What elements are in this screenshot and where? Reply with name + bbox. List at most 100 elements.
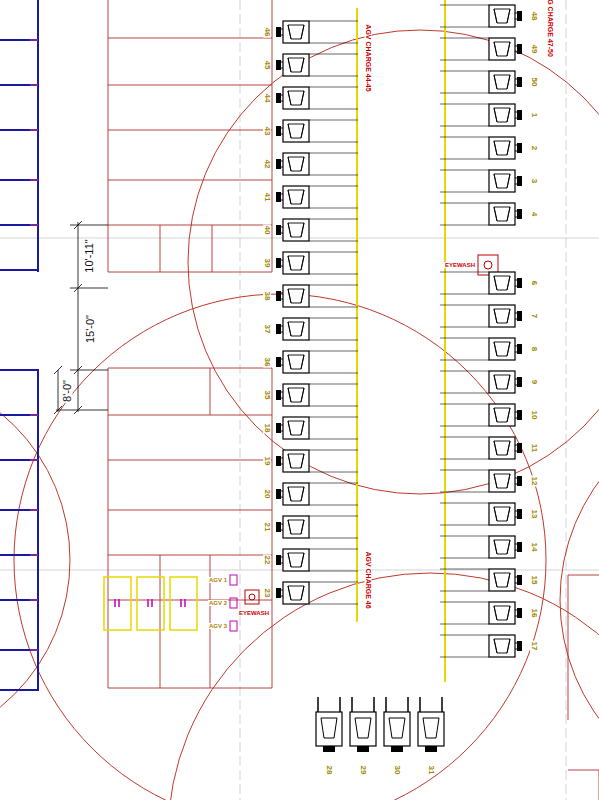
stall-number: 7 <box>530 313 538 319</box>
charger-symbol <box>276 54 358 76</box>
stall-number: 14 <box>530 542 538 553</box>
stall-number: 19 <box>263 456 271 467</box>
charger-symbol <box>440 635 522 657</box>
stall-number: 42 <box>263 159 271 170</box>
charger-symbol <box>440 170 522 192</box>
charger-symbol <box>276 219 358 241</box>
charger-symbol <box>276 384 358 406</box>
stall-number: 44 <box>263 93 271 104</box>
charge-zone-label: AGV CHARGE 46 <box>365 550 372 609</box>
charge-lines <box>357 0 445 682</box>
dimension-text: 10'-11" <box>84 238 95 273</box>
charger-symbol <box>276 417 358 439</box>
stall-number: 48 <box>530 11 538 22</box>
stall-number: 22 <box>263 555 271 566</box>
charger-symbol <box>440 272 522 294</box>
charger-symbol <box>440 5 522 27</box>
stall-number: 8 <box>530 346 538 352</box>
stall-number: 1 <box>530 112 538 118</box>
agv-label: AGV 1 <box>208 577 228 583</box>
eyewash-label: EYEWASH <box>238 610 270 616</box>
stall-number: 28 <box>325 765 333 776</box>
stall-number: 40 <box>263 225 271 236</box>
charger-symbol <box>440 503 522 525</box>
charger-symbol <box>276 483 358 505</box>
charger-symbol <box>440 338 522 360</box>
stall-number: 3 <box>530 178 538 184</box>
dimension-text: 15'-0" <box>85 314 96 344</box>
charger-symbol <box>276 21 358 43</box>
charger-symbol <box>276 582 358 604</box>
room-walls <box>108 0 599 800</box>
charger-symbol <box>440 305 522 327</box>
charge-zone-label: AGV CHARGE 44-45 <box>365 23 372 92</box>
stall-number: 35 <box>263 390 271 401</box>
charger-symbol <box>440 404 522 426</box>
stall-number: 43 <box>263 126 271 137</box>
charger-symbol <box>440 38 522 60</box>
agv-bays <box>104 575 237 631</box>
forklift-symbol <box>384 697 410 752</box>
dimension-lines <box>54 221 108 414</box>
stall-number: 50 <box>530 77 538 88</box>
charger-symbol <box>440 569 522 591</box>
stall-number: 10 <box>530 410 538 421</box>
eyewash-label: EYEWASH <box>444 262 476 268</box>
charger-symbol <box>276 351 358 373</box>
stall-number: 17 <box>530 641 538 652</box>
agv-label: AGV 3 <box>208 623 228 629</box>
charger-symbol <box>276 516 358 538</box>
stall-number: 18 <box>263 423 271 434</box>
stall-number: 41 <box>263 192 271 203</box>
charger-symbol <box>440 536 522 558</box>
stall-number: 23 <box>263 588 271 599</box>
stall-number: 29 <box>359 765 367 776</box>
stall-number: 11 <box>530 443 538 453</box>
stall-number: 4 <box>530 211 538 217</box>
stall-number: 37 <box>263 324 271 335</box>
charger-symbol <box>440 470 522 492</box>
charger-stalls <box>276 5 522 752</box>
forklift-symbol <box>350 697 376 752</box>
dimension-text: 8'-0" <box>62 379 73 403</box>
charger-symbol <box>276 120 358 142</box>
charger-symbol <box>276 549 358 571</box>
coverage-circles <box>0 30 599 800</box>
charge-zone-label: G CHARGE 47-50 <box>547 0 554 58</box>
stall-number: 31 <box>427 765 435 776</box>
stall-number: 30 <box>393 765 401 776</box>
charger-symbol <box>276 252 358 274</box>
charger-symbol <box>440 437 522 459</box>
stall-number: 12 <box>530 476 538 487</box>
charger-symbol <box>440 602 522 624</box>
stall-number: 46 <box>263 27 271 38</box>
charger-symbol <box>440 371 522 393</box>
forklift-symbol <box>316 697 342 752</box>
eyewash-symbols <box>245 255 498 604</box>
charger-symbol <box>276 186 358 208</box>
charger-symbol <box>276 153 358 175</box>
charger-symbol <box>276 87 358 109</box>
storage-racks <box>0 0 38 690</box>
forklift-symbol <box>418 697 444 752</box>
stall-number: 9 <box>530 379 538 385</box>
rack-ends <box>30 40 38 650</box>
charger-symbol <box>440 104 522 126</box>
charger-symbol <box>276 450 358 472</box>
agv-label: AGV 2 <box>208 600 228 606</box>
stall-number: 16 <box>530 608 538 619</box>
charger-symbol <box>440 71 522 93</box>
stall-number: 21 <box>263 522 271 533</box>
stall-number: 38 <box>263 291 271 302</box>
stall-number: 45 <box>263 60 271 71</box>
stall-number: 13 <box>530 509 538 520</box>
stall-number: 6 <box>530 280 538 286</box>
stall-number: 36 <box>263 357 271 368</box>
stall-number: 49 <box>530 44 538 55</box>
stall-number: 2 <box>530 145 538 151</box>
stall-number: 20 <box>263 489 271 500</box>
charger-symbol <box>440 137 522 159</box>
